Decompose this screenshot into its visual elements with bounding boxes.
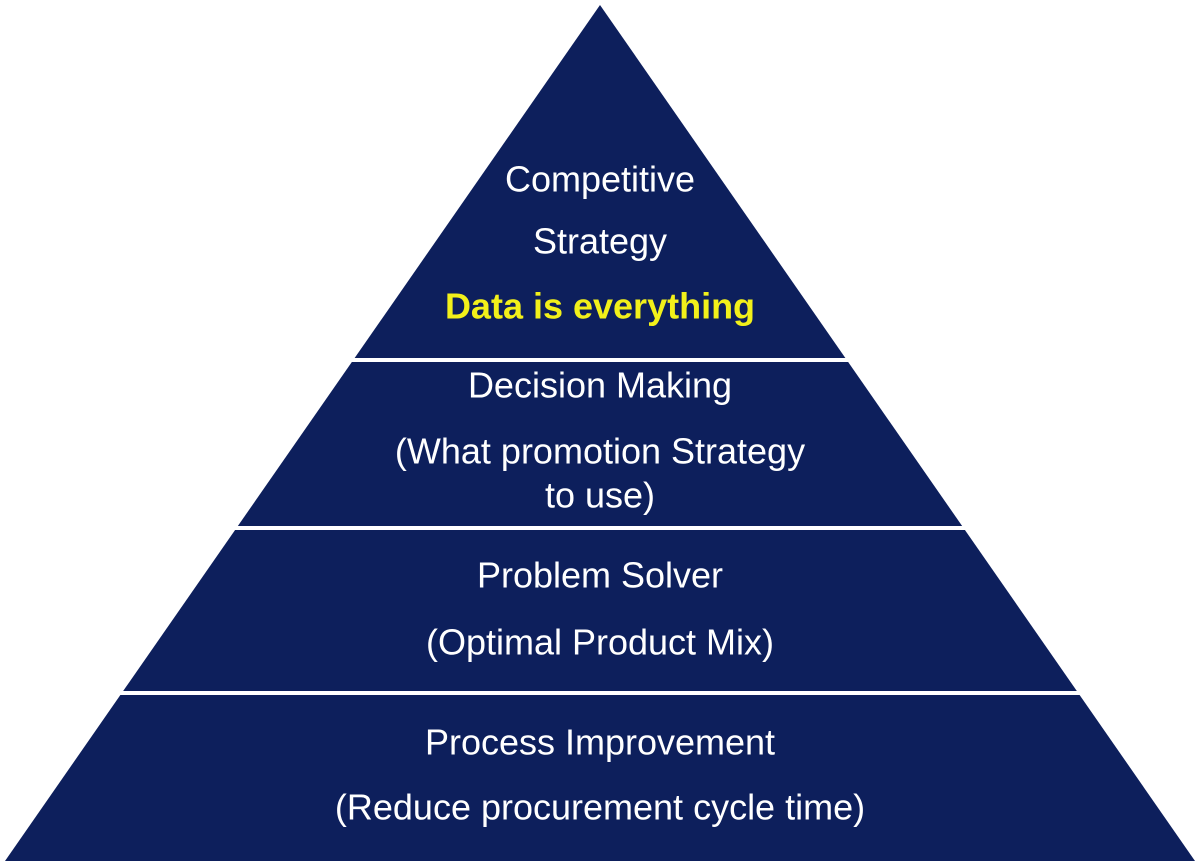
tier-4-line-1: Process Improvement [425, 722, 775, 763]
tier-3-line-2: (Optimal Product Mix) [426, 622, 774, 663]
tier-competitive-strategy: Competitive Strategy Data is everything [445, 159, 755, 327]
tier-4-line-2: (Reduce procurement cycle time) [335, 787, 865, 828]
tier-problem-solver: Problem Solver (Optimal Product Mix) [426, 555, 774, 663]
tier-3-line-1: Problem Solver [477, 555, 723, 596]
pyramid-body [5, 5, 1195, 861]
tier-2-line-3: to use) [545, 475, 655, 516]
tier-2-line-2: (What promotion Strategy [395, 431, 805, 472]
tier-decision-making: Decision Making (What promotion Strategy… [395, 365, 805, 516]
tier-1-highlight: Data is everything [445, 286, 755, 327]
tier-1-line-1: Competitive [505, 159, 695, 200]
tier-1-line-2: Strategy [533, 221, 667, 262]
tier-process-improvement: Process Improvement (Reduce procurement … [335, 722, 865, 828]
tier-2-line-1: Decision Making [468, 365, 732, 406]
